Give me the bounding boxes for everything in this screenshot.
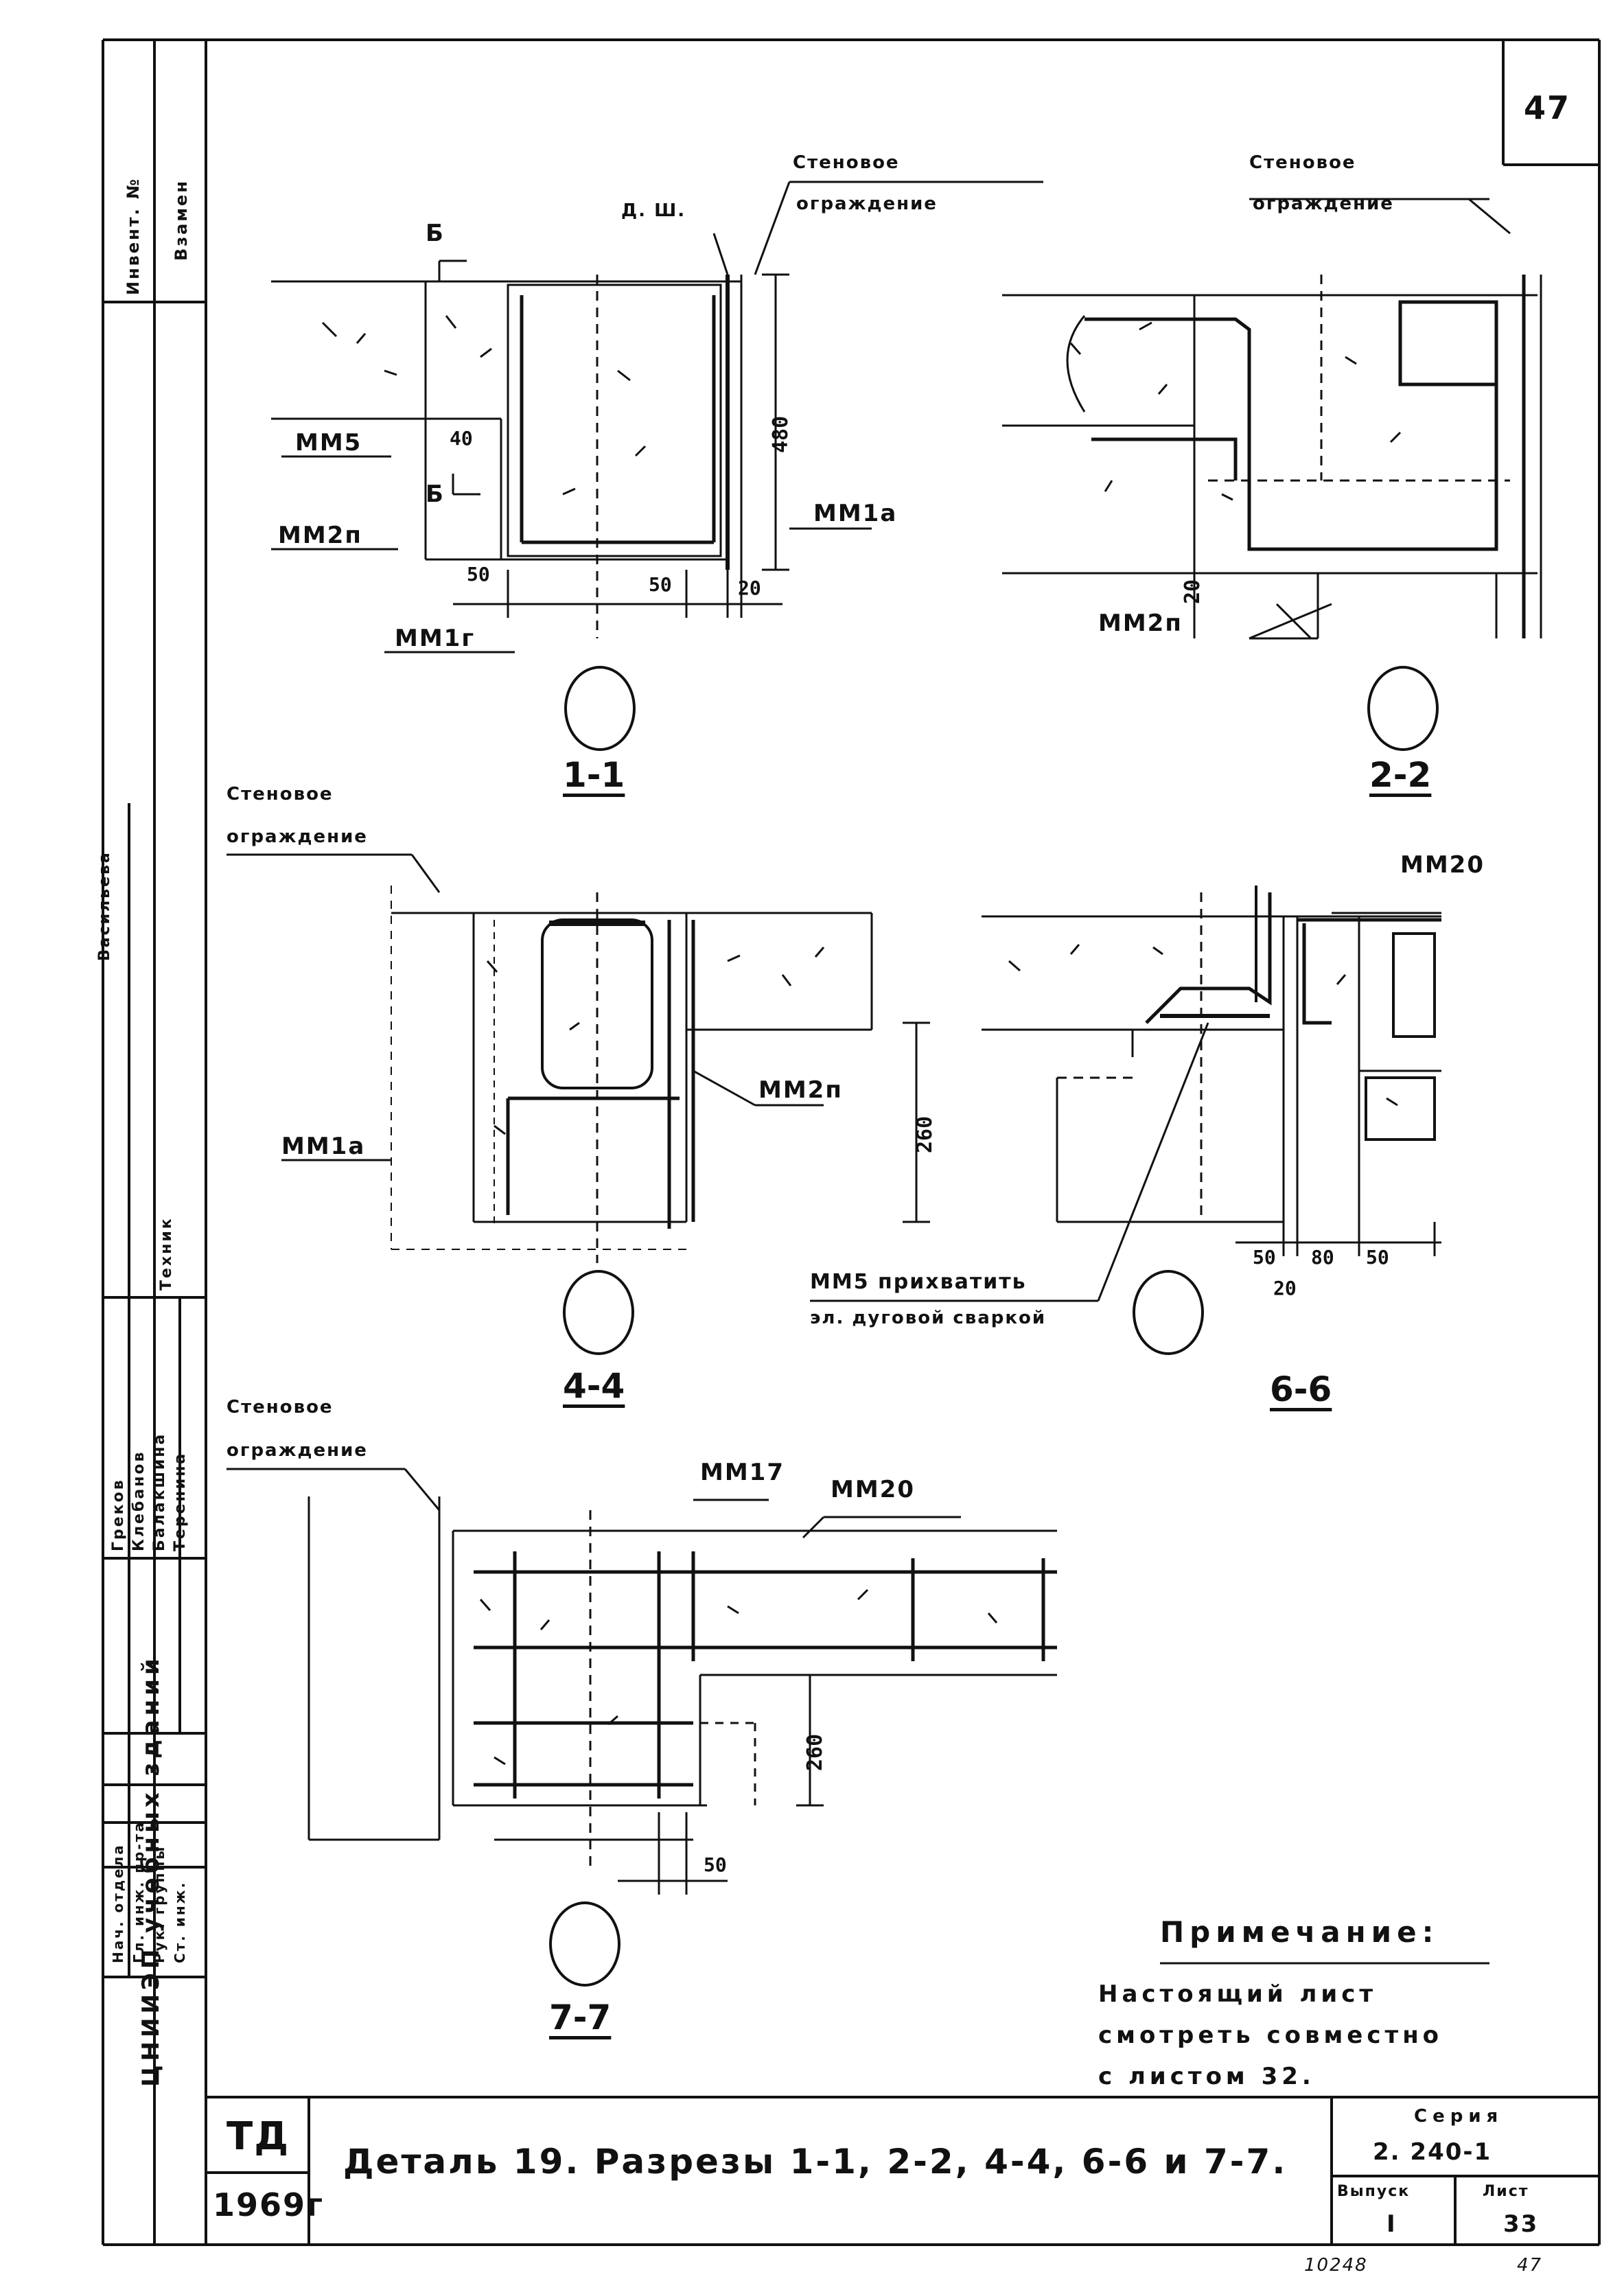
s77-mm20: ММ20	[831, 1476, 915, 1503]
s66-dim-260: 260	[913, 1115, 937, 1153]
note-line-1: Настоящий лист	[1098, 1980, 1378, 2008]
inventory-label: Инвент. №	[124, 177, 143, 295]
stamp-role-2: Гл. инж. пр-та	[130, 1820, 147, 1963]
s66-weld-note-2: эл. дуговой сваркой	[810, 1308, 1047, 1328]
s77-wall-label-2: ограждение	[227, 1440, 368, 1461]
s11-dim-40: 40	[450, 427, 473, 450]
stamp-name-4: Теренина	[172, 1451, 189, 1551]
s22-section-circle	[1367, 666, 1439, 751]
s66-section-circle	[1133, 1270, 1204, 1355]
s44-wall-label-2: ограждение	[227, 826, 368, 847]
s66-section-label: 6-6	[1270, 1369, 1332, 1409]
s11-wall-label-1: Стеновое	[793, 152, 900, 173]
s11-section-circle	[564, 666, 636, 751]
s77-section-circle	[549, 1901, 620, 1987]
s44-wall-label-1: Стеновое	[227, 784, 334, 805]
stamp-role-1: Нач. отдела	[110, 1843, 126, 1963]
s22-mm2p: ММ2п	[1098, 610, 1183, 637]
s11-dim-480: 480	[769, 415, 793, 453]
s66-dim-80: 80	[1311, 1246, 1334, 1269]
s77-mm17: ММ17	[700, 1459, 785, 1486]
s66-weld-note-1: ММ5 прихватить	[810, 1270, 1027, 1294]
replaces-label: Взамен	[172, 179, 191, 261]
s11-mm1a: ММ1а	[813, 500, 898, 527]
year: 1969г	[213, 2186, 325, 2223]
s66-mm20: ММ20	[1400, 851, 1485, 879]
note-line-3: с листом 32.	[1098, 2063, 1315, 2090]
s22-wall-label-1: Стеновое	[1249, 152, 1356, 173]
stamp-name-1: Греков	[110, 1478, 127, 1551]
issue-label: Выпуск	[1337, 2183, 1411, 2200]
s11-mm2p: ММ2п	[278, 522, 362, 549]
page-number: 47	[1524, 89, 1571, 126]
s77-section-label: 7-7	[549, 1998, 612, 2037]
s22-dim-20: 20	[1181, 579, 1205, 604]
s11-section-label: 1-1	[563, 755, 625, 795]
s77-wall-label-1: Стеновое	[227, 1397, 334, 1418]
s11-mark-b-top: Б	[426, 220, 445, 247]
s44-section-circle	[563, 1270, 634, 1355]
series-label: Серия	[1414, 2106, 1504, 2127]
bottom-code: 10248	[1304, 2255, 1368, 2276]
issue-value: I	[1387, 2210, 1397, 2238]
note-heading: Примечание:	[1160, 1915, 1439, 1949]
s11-mark-b-bot: Б	[426, 481, 445, 508]
s66-dim-50b: 50	[1366, 1246, 1389, 1269]
s11-mm1g: ММ1г	[395, 625, 476, 652]
series-value: 2. 240-1	[1373, 2138, 1492, 2166]
sheet-value: 33	[1503, 2210, 1539, 2238]
s77-dim-260: 260	[803, 1733, 827, 1771]
note-line-2: смотреть совместно	[1098, 2022, 1443, 2049]
s11-dim-50a: 50	[467, 563, 490, 586]
s66-dim-50a: 50	[1253, 1246, 1276, 1269]
stamp-name-3: Балакшина	[151, 1432, 168, 1551]
s11-dim-20: 20	[738, 577, 761, 599]
sheet-label: Лист	[1483, 2183, 1529, 2200]
s44-section-label: 4-4	[563, 1366, 625, 1406]
s44-mm1a: ММ1а	[281, 1133, 366, 1160]
stamp-role-4: Ст. инж.	[172, 1880, 188, 1963]
sheet-title: Деталь 19. Разрезы 1-1, 2-2, 4-4, 6-6 и …	[343, 2142, 1288, 2182]
s11-mm5: ММ5	[295, 429, 362, 456]
bottom-page: 47	[1517, 2255, 1543, 2276]
s44-mm2p: ММ2п	[758, 1076, 843, 1104]
s11-wall-label-2: ограждение	[796, 194, 938, 214]
stamp-role-5: Техник	[158, 1216, 175, 1291]
s22-section-label: 2-2	[1369, 755, 1432, 795]
stamp-name-5: Васильева	[96, 851, 113, 961]
stamp-name-2: Клебанов	[130, 1450, 148, 1551]
s11-dm-label: Д. Ш.	[621, 200, 686, 221]
stamp-role-3: Рук. группы	[151, 1844, 167, 1963]
s22-wall-label-2: ограждение	[1253, 194, 1394, 214]
org-code: ТД	[227, 2114, 290, 2159]
s77-dim-50: 50	[704, 1853, 727, 1876]
s66-dim-20: 20	[1273, 1277, 1297, 1299]
s11-dim-50b: 50	[649, 573, 672, 596]
